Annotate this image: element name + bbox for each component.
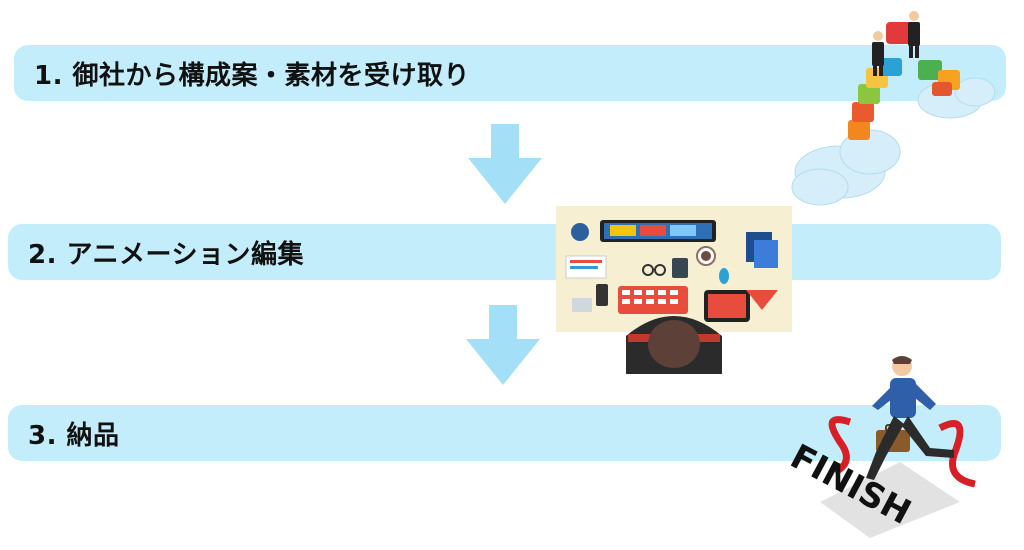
step-2-bar: 2. アニメーション編集 [8,224,1001,280]
puzzle-teamwork-icon [791,11,996,206]
finish-line-runner-icon: FINISH [784,356,976,538]
step-1-label: 1. 御社から構成案・素材を受け取り [34,60,471,91]
step-1-bar: 1. 御社から構成案・素材を受け取り [14,45,1006,101]
step-3-label: 3. 納品 [28,420,120,451]
step-2-label: 2. アニメーション編集 [28,239,304,270]
arrow-down-icon [466,305,540,385]
workspace-desk-icon [556,206,792,374]
arrow-down-icon [468,124,542,204]
